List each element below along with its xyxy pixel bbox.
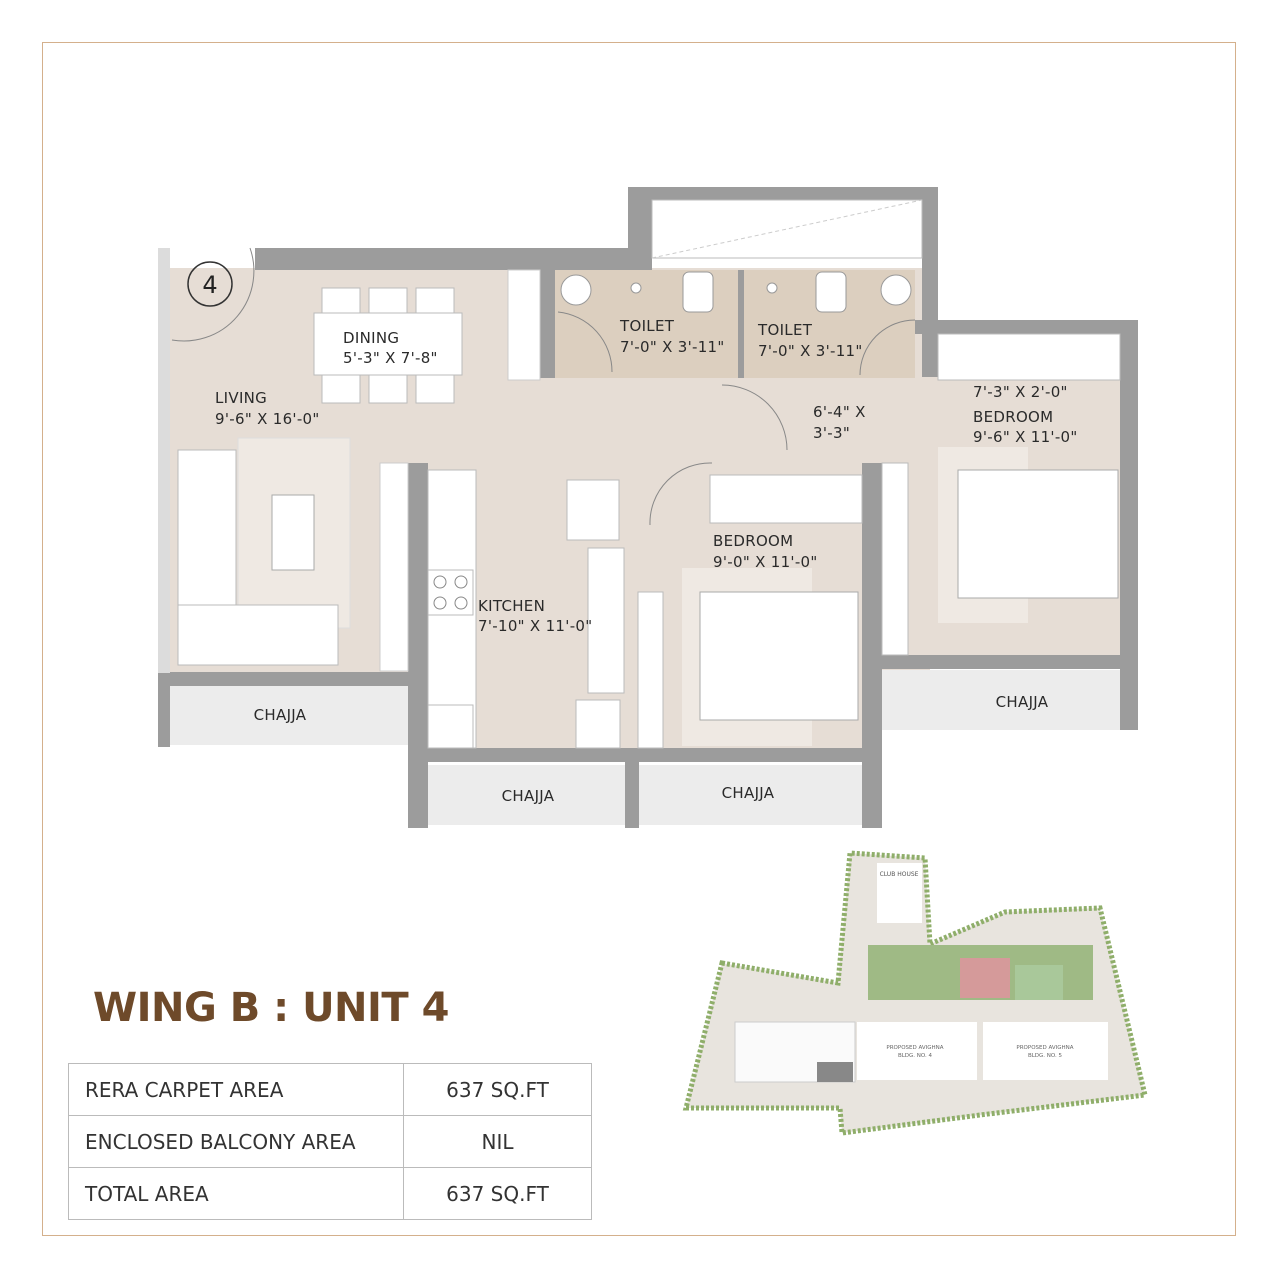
bldg4-label-1: PROPOSED AVIGHNA (886, 1045, 943, 1051)
bldg5-label-2: BLDG. NO. 5 (1028, 1053, 1063, 1059)
living-label: LIVING (215, 389, 267, 407)
table-row: RERA CARPET AREA 637 SQ.FT (68, 1063, 592, 1116)
duct-area (651, 199, 923, 259)
unit-number-badge (187, 261, 233, 307)
wardrobe (709, 333, 1121, 656)
play-area (960, 958, 1010, 998)
bedroom-2-label: BEDROOM (713, 532, 793, 550)
sports-court (1015, 965, 1063, 1000)
chajja-4 (882, 670, 1127, 730)
bldg4-label-2: BLDG. NO. 4 (898, 1053, 933, 1059)
area-label: RERA CARPET AREA (68, 1063, 404, 1116)
passage-size-2: 3'-3" (813, 424, 850, 442)
sofa (177, 449, 339, 666)
area-table: RERA CARPET AREA 637 SQ.FT ENCLOSED BALC… (68, 1063, 592, 1220)
toilet-1-label: TOILET (619, 317, 675, 335)
dining-label: DINING (343, 329, 399, 347)
unit-highlight (817, 1062, 853, 1082)
area-value: 637 SQ.FT (403, 1063, 592, 1116)
area-value: NIL (403, 1115, 592, 1168)
area-value: 637 SQ.FT (403, 1167, 592, 1220)
table-row: ENCLOSED BALCONY AREA NIL (68, 1115, 592, 1168)
club-house (877, 863, 922, 923)
unit-title: WING B : UNIT 4 (93, 985, 449, 1031)
toilet-fixtures (560, 271, 912, 313)
area-label: TOTAL AREA (68, 1167, 404, 1220)
building-4 (857, 1022, 977, 1080)
unit-number: 4 (202, 271, 217, 299)
kitchen-size: 7'-10" X 11'-0" (478, 617, 592, 635)
bedroom-2-size: 9'-0" X 11'-0" (713, 553, 818, 571)
table-row: TOTAL AREA 637 SQ.FT (68, 1167, 592, 1220)
chajja-label-4: CHAJJA (996, 693, 1049, 711)
bldg5-label-1: PROPOSED AVIGHNA (1016, 1045, 1073, 1051)
passage-size-1: 6'-4" X (813, 403, 866, 421)
chajja-1 (170, 685, 408, 745)
chajja-label-3: CHAJJA (722, 784, 775, 802)
building-5 (983, 1022, 1108, 1080)
kitchen-label: KITCHEN (478, 597, 545, 615)
page-frame (42, 42, 1236, 1236)
club-house-label: CLUB HOUSE (880, 871, 919, 878)
toilet-2-size: 7'-0" X 3'-11" (758, 342, 863, 360)
area-label: ENCLOSED BALCONY AREA (68, 1115, 404, 1168)
bedroom-1-size: 9'-6" X 11'-0" (973, 428, 1078, 446)
toilet-1-size: 7'-0" X 3'-11" (620, 338, 725, 356)
wardrobe-size: 7'-3" X 2'-0" (973, 383, 1068, 401)
floor-plan: 4 DINING 5'-3" X 7'-8" LIVING 9'-6" X 16… (158, 187, 1138, 828)
chajja-2 (420, 765, 625, 825)
toilet-2-label: TOILET (757, 321, 813, 339)
dining-table (313, 287, 463, 404)
chajja-label-2: CHAJJA (502, 787, 555, 805)
bedroom-1-label: BEDROOM (973, 408, 1053, 426)
bed-2 (957, 469, 1119, 599)
wash-counter (507, 269, 541, 381)
coffee-table (271, 494, 315, 571)
tv-unit (379, 462, 409, 672)
door-swings (171, 247, 916, 526)
chajja-3 (638, 765, 868, 825)
dining-size: 5'-3" X 7'-8" (343, 349, 438, 367)
living-size: 9'-6" X 16'-0" (215, 410, 320, 428)
walls (158, 187, 1138, 828)
bed-1 (699, 591, 859, 721)
chajja-label-1: CHAJJA (254, 706, 307, 724)
